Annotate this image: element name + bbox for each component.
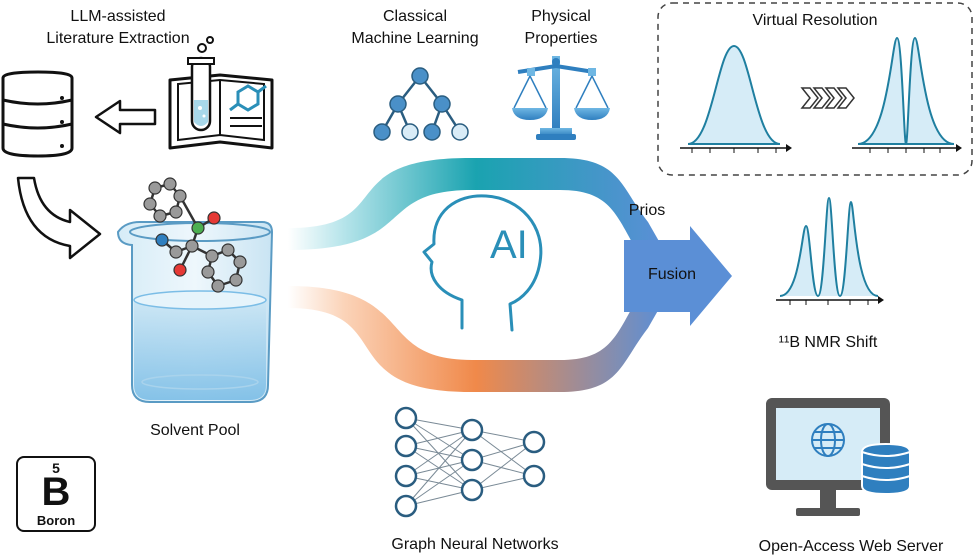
- database-icon: [1, 70, 74, 158]
- classical-ml-label: Classical Machine Learning: [351, 8, 479, 47]
- element-symbol: B: [41, 470, 71, 514]
- neural-network-icon: [394, 406, 546, 518]
- prios-label: Prios: [628, 202, 666, 219]
- monitor-globe-icon: [766, 398, 911, 516]
- physical-properties-label: Physical Properties: [524, 8, 598, 47]
- teal-band: [288, 158, 664, 256]
- beaker-molecule-icon: [116, 177, 274, 403]
- virtual-resolution-box: [657, 2, 973, 176]
- ai-text: AI: [490, 223, 528, 267]
- llm-extraction-label: LLM-assisted Literature Extraction: [46, 8, 190, 47]
- nmr-spectrum-icon: [776, 196, 884, 305]
- gnn-label: Graph Neural Networks: [391, 536, 559, 553]
- arrow-left-icon: [94, 99, 157, 135]
- orange-band: [288, 286, 664, 392]
- solvent-pool-label: Solvent Pool: [150, 422, 240, 439]
- nmr-shift-label: ¹¹B NMR Shift: [778, 334, 878, 351]
- web-server-label: Open-Access Web Server: [758, 538, 944, 555]
- atomic-number: 5: [52, 460, 60, 476]
- fusion-label: Fusion: [647, 266, 697, 283]
- flow-bands: [288, 158, 732, 392]
- ai-head-icon: AI: [422, 194, 543, 332]
- boron-element-card: 5 B Boron: [16, 456, 96, 532]
- tree-icon: [373, 67, 469, 141]
- virtual-resolution-label: Virtual Resolution: [752, 12, 878, 29]
- element-name: Boron: [36, 513, 76, 528]
- fusion-arrow: [624, 226, 732, 326]
- book-beaker-icon: [168, 36, 274, 150]
- balance-scale-icon: [512, 56, 610, 140]
- curved-arrow-icon: [16, 176, 102, 260]
